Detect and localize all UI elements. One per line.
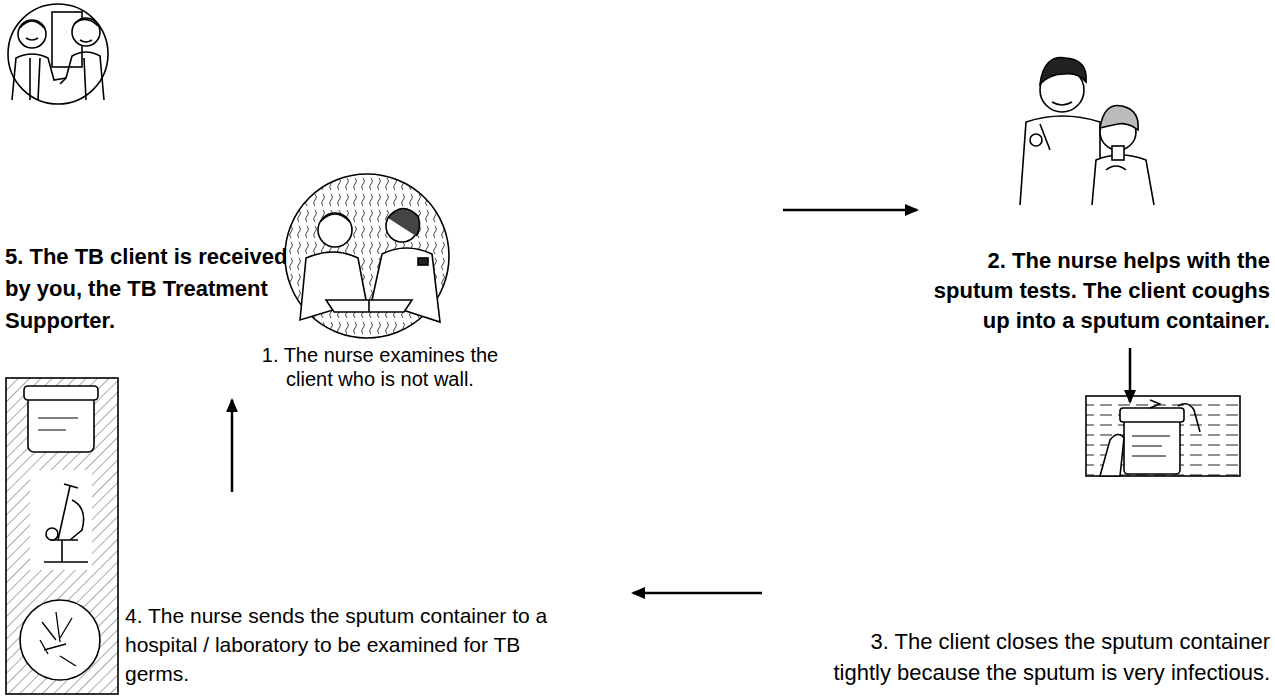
step-caption: 4. The nurse sends the sputum container …: [125, 601, 565, 688]
laboratory-illustration: [6, 378, 118, 694]
step-caption: 2. The nurse helps with the sputum tests…: [927, 246, 1270, 336]
step-node: 2. The nurse helps with the sputum tests…: [925, 55, 1270, 340]
step-caption: 1. The nurse examines the client who is …: [255, 343, 505, 391]
handshake-illustration: [8, 4, 108, 104]
flow-arrow: [633, 592, 762, 595]
step-node: 3. The client closes the sputum containe…: [770, 410, 1270, 692]
step-node: 1. The nurse examines the client who is …: [255, 160, 775, 395]
examination-illustration: [285, 174, 449, 338]
flow-arrow: [231, 400, 234, 492]
flow-arrow: [1129, 348, 1132, 402]
step-node: 4. The nurse sends the sputum container …: [125, 500, 625, 692]
step-node: 5. The TB client is received by you, the…: [5, 0, 297, 392]
step-caption: 5. The TB client is received by you, the…: [5, 241, 297, 337]
flow-arrow: [783, 209, 917, 212]
step-caption: 3. The client closes the sputum containe…: [808, 626, 1270, 688]
sputum-test-illustration: [1020, 58, 1154, 205]
closing-container-illustration: [1086, 396, 1240, 476]
